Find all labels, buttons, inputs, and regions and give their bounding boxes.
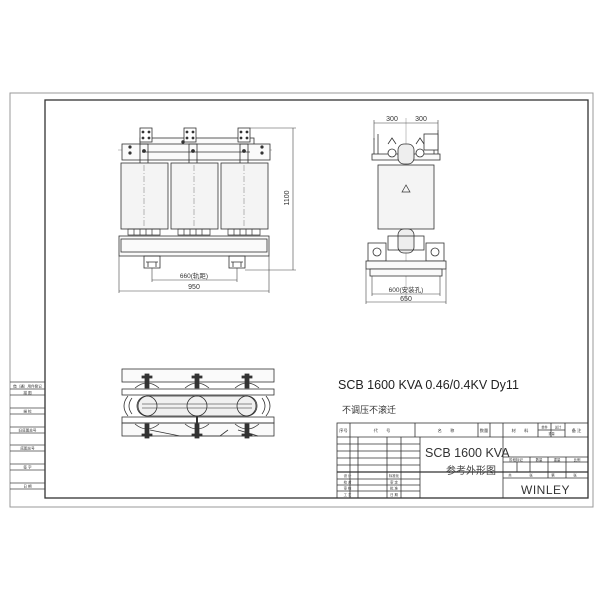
product-name: SCB 1600 KVA: [425, 446, 510, 460]
sheet-index-unit: 张: [573, 473, 577, 478]
sig-left: 工 艺: [344, 492, 352, 497]
dim-right-300: 300: [415, 116, 427, 123]
stage-scale: 比例: [574, 457, 581, 462]
sig-left: 校 对: [344, 480, 352, 485]
left-strip-label: 旧底图总号: [19, 428, 37, 433]
header-material: 材 料: [512, 427, 530, 434]
drawing-title: SCB 1600 KVA 0.46/0.4KV Dy11: [338, 378, 519, 392]
dim-height-1100: 1100: [284, 190, 291, 205]
sig-right: 标准化: [389, 473, 400, 478]
top-view: [121, 368, 275, 439]
dim-left-300: 300: [386, 116, 398, 123]
dim-width-950: 950: [188, 284, 200, 291]
left-strip-label: 描 校: [23, 409, 32, 414]
outer-border: [9, 92, 594, 508]
header-qty: 数量: [480, 427, 488, 434]
sig-right: 批 准: [390, 486, 398, 491]
company-name: WINLEY: [521, 483, 571, 497]
left-strip-label: 签 字: [23, 465, 32, 470]
inner-border: [44, 99, 589, 499]
sheet-total: 共: [508, 473, 512, 478]
drawing-name: 参考外形图: [446, 466, 496, 477]
drawing-note: 不调压不滚迁: [342, 406, 397, 416]
stage-mark: 阶段标记: [509, 457, 523, 462]
left-strip-label: 日 期: [23, 484, 32, 489]
sig-right: 日 期: [390, 492, 398, 497]
left-strip-label: 描 图: [23, 390, 32, 395]
stage-qty: 数量: [536, 457, 543, 462]
sig-right: 审 定: [390, 480, 398, 485]
header-name: 名 称: [438, 427, 455, 434]
dim-rail-660: 660(轨距): [180, 271, 208, 280]
left-strip-label: 借（通）用件登记: [13, 384, 42, 389]
sig-left: 审 核: [344, 486, 352, 491]
sheet-total-unit: 张: [529, 473, 533, 478]
left-strip-table: [10, 381, 45, 490]
header-total-weight: 总计: [555, 425, 562, 430]
header-weight: 重量: [548, 431, 555, 436]
dim-width-650: 650: [400, 296, 412, 303]
side-view: [365, 118, 447, 300]
header-unit-weight: 单件: [541, 425, 548, 430]
header-code: 代 号: [374, 427, 391, 434]
header-seq: 序号: [339, 427, 347, 434]
front-view: [118, 127, 272, 269]
sheet-index: 第: [551, 473, 555, 478]
dim-mount-600: 600(安装孔): [389, 285, 424, 294]
side-view-dimensions: [365, 120, 447, 304]
stage-weight: 重量: [554, 457, 561, 462]
title-block-grid: [336, 422, 589, 499]
front-view-dimensions: [118, 127, 296, 293]
header-remark: 备 注: [572, 427, 582, 434]
left-strip-label: 底图总号: [20, 446, 35, 451]
sig-left: 设 计: [344, 473, 352, 478]
